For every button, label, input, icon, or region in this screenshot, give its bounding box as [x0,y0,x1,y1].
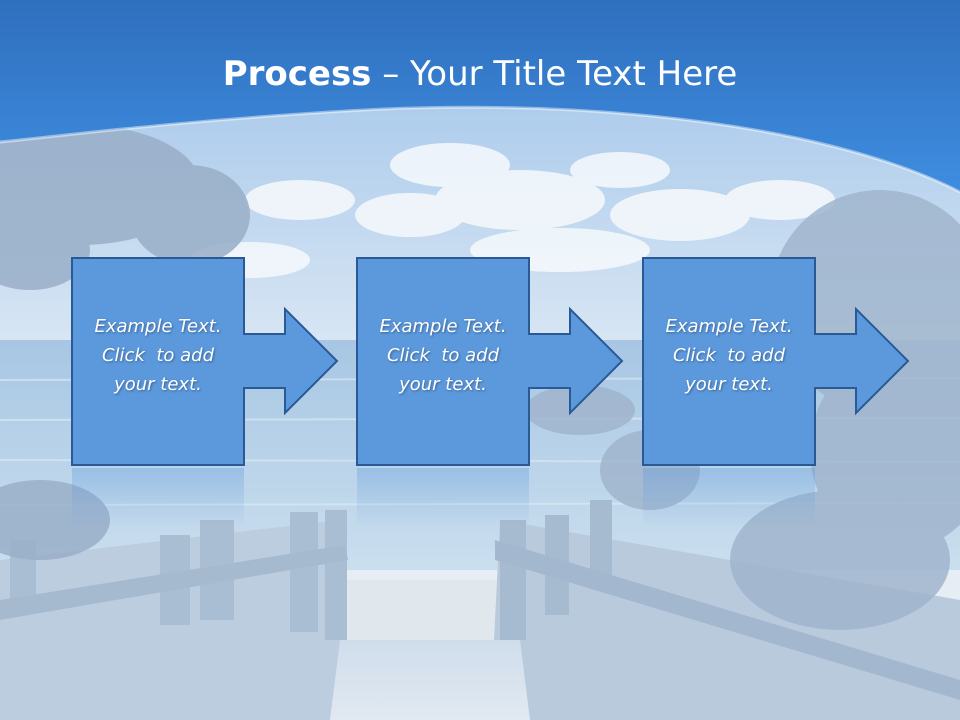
title-rest: – Your Title Text Here [371,54,738,94]
step-shape-3[interactable] [642,257,910,466]
step-line: Example Text. [379,316,507,337]
step-text-1[interactable]: Example Text. Click to add your text. [72,312,244,399]
step-text-3[interactable]: Example Text. Click to add your text. [643,312,815,399]
step-line: Click to add [386,345,499,366]
step-reflections [72,468,815,528]
step-text-2[interactable]: Example Text. Click to add your text. [357,312,529,399]
title-banner [0,0,960,194]
slide-title[interactable]: Process – Your Title Text Here [0,52,960,96]
step-line: Example Text. [665,316,793,337]
step-shape-2[interactable] [356,257,624,466]
step-line: Example Text. [94,316,222,337]
step-line: your text. [685,374,773,395]
step-line: your text. [399,374,487,395]
step-line: your text. [114,374,202,395]
step-line: Click to add [672,345,785,366]
step-line: Click to add [101,345,214,366]
step-shape-1[interactable] [71,257,339,466]
title-bold: Process [222,54,372,94]
